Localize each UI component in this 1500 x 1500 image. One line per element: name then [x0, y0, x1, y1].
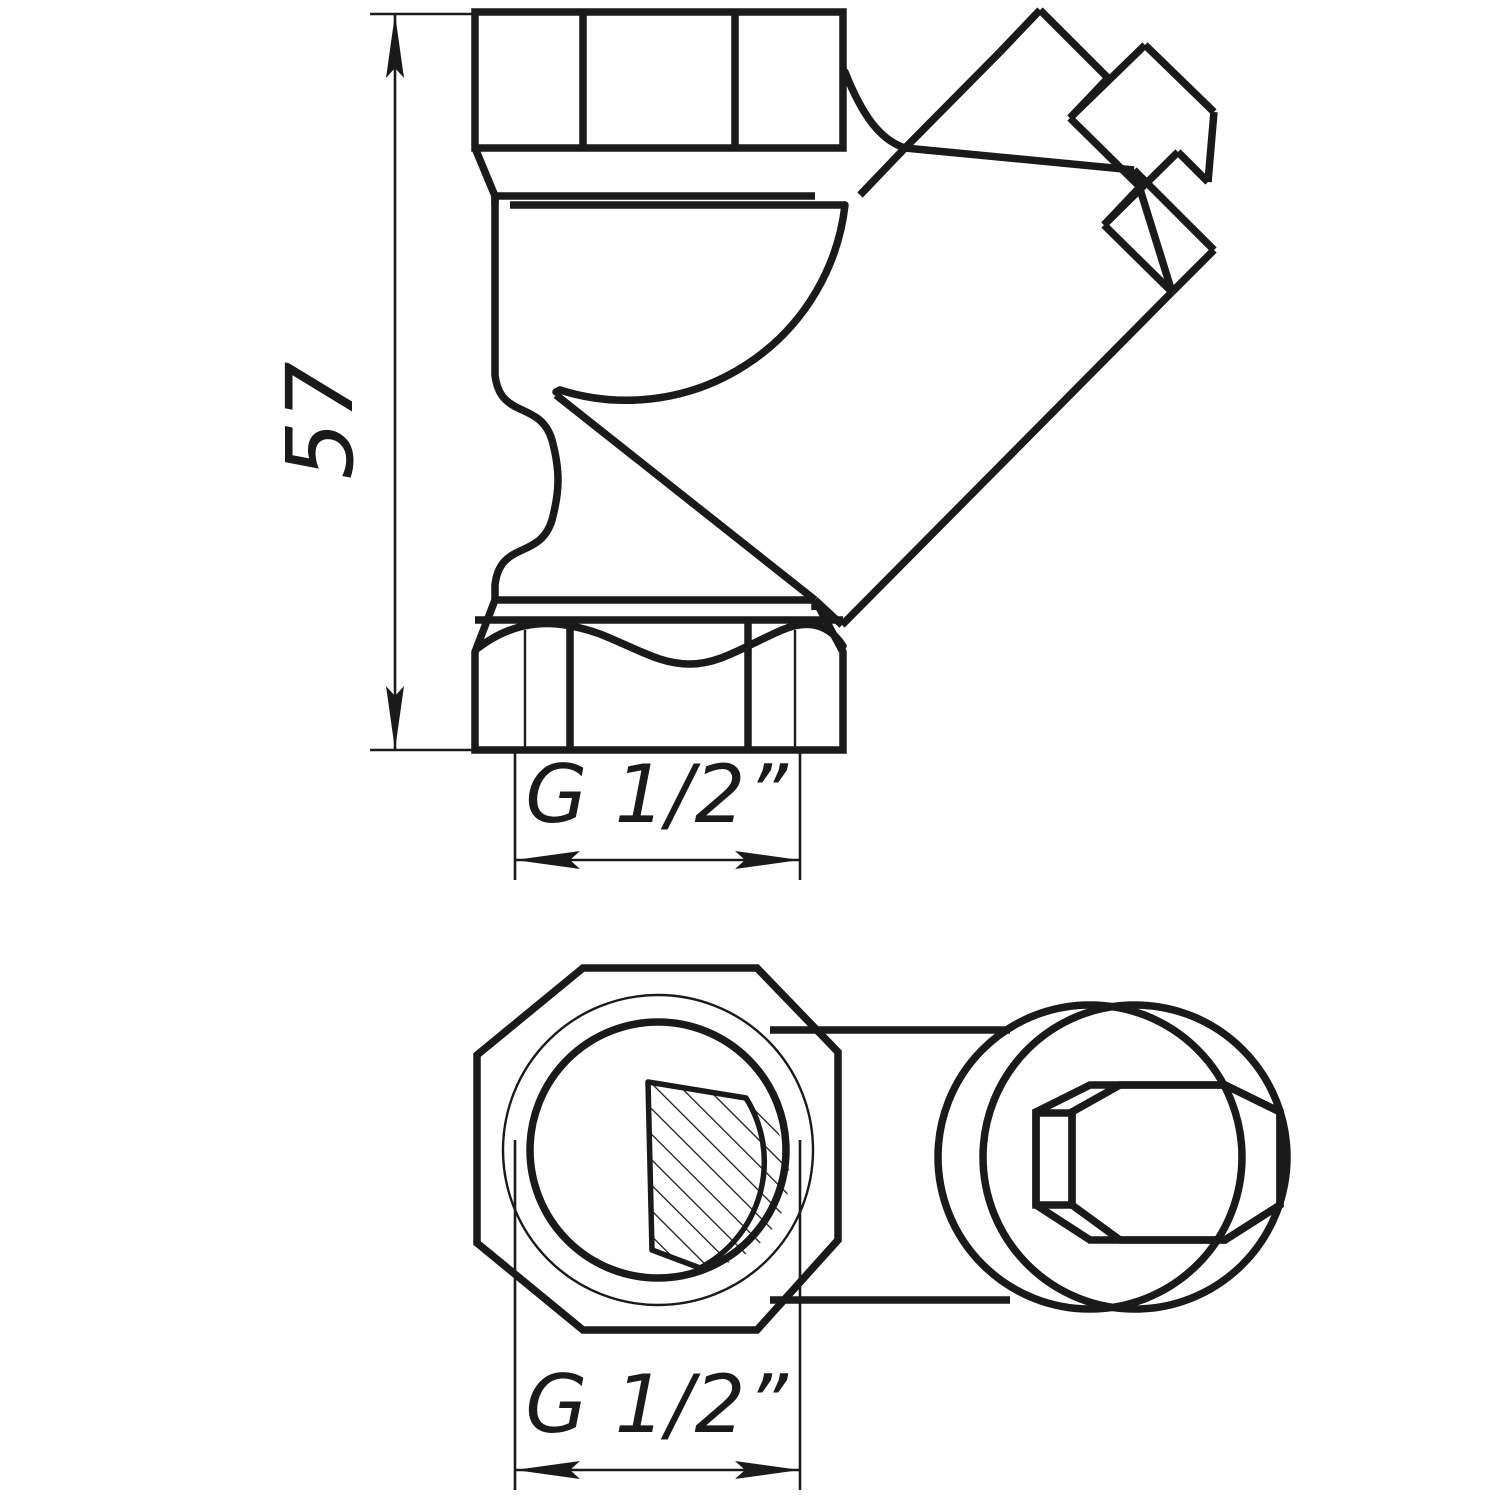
- plan-extension-lines: [513, 1140, 802, 1490]
- upper-hex-nut: [471, 8, 847, 205]
- front-thread-dimension-group: G 1/2”: [513, 748, 802, 880]
- height-dimension-group: 57: [267, 12, 478, 752]
- upper-bore-cavity: [510, 201, 849, 404]
- top-plan-view: G 1/2”: [473, 964, 1291, 1490]
- section-hatched-crescent: [645, 1079, 790, 1271]
- plan-left-octagon-nut: [473, 964, 842, 1334]
- lower-hex-nut: [474, 616, 847, 750]
- strainer-cap-branch: [812, 7, 1218, 628]
- hatch-fill: [648, 1082, 790, 1268]
- plan-body-barrel: [770, 1026, 1010, 1304]
- front-thread-dimension-text: G 1/2”: [525, 748, 789, 841]
- plan-right-cap: [934, 1001, 1291, 1313]
- internal-screen-line: [553, 392, 818, 603]
- height-dimension-text: 57: [267, 360, 374, 479]
- front-section-view: 57 G 1/2”: [267, 7, 1218, 880]
- crescent-outline: [645, 1079, 767, 1271]
- plan-thread-dimension-group: G 1/2”: [515, 1358, 800, 1479]
- plan-thread-dimension-text: G 1/2”: [525, 1358, 789, 1451]
